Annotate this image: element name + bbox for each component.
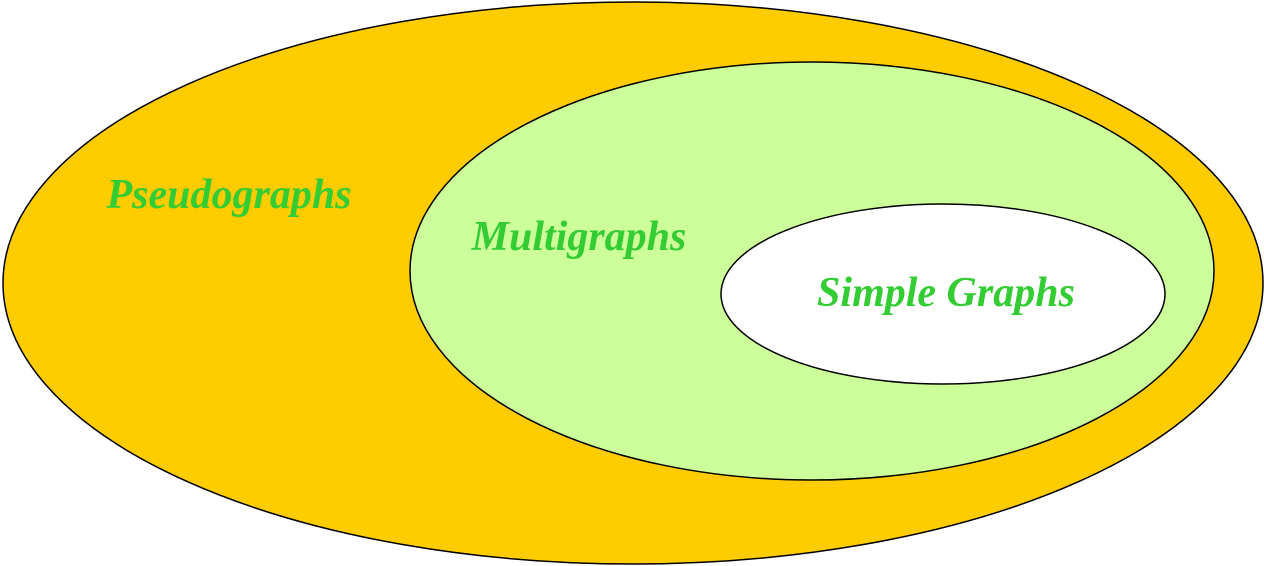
simple-graphs-ellipse	[720, 203, 1166, 385]
simple-graphs-label: Simple Graphs	[817, 270, 1075, 316]
multigraphs-label: Multigraphs	[471, 214, 687, 260]
pseudographs-label: Pseudographs	[105, 172, 351, 218]
